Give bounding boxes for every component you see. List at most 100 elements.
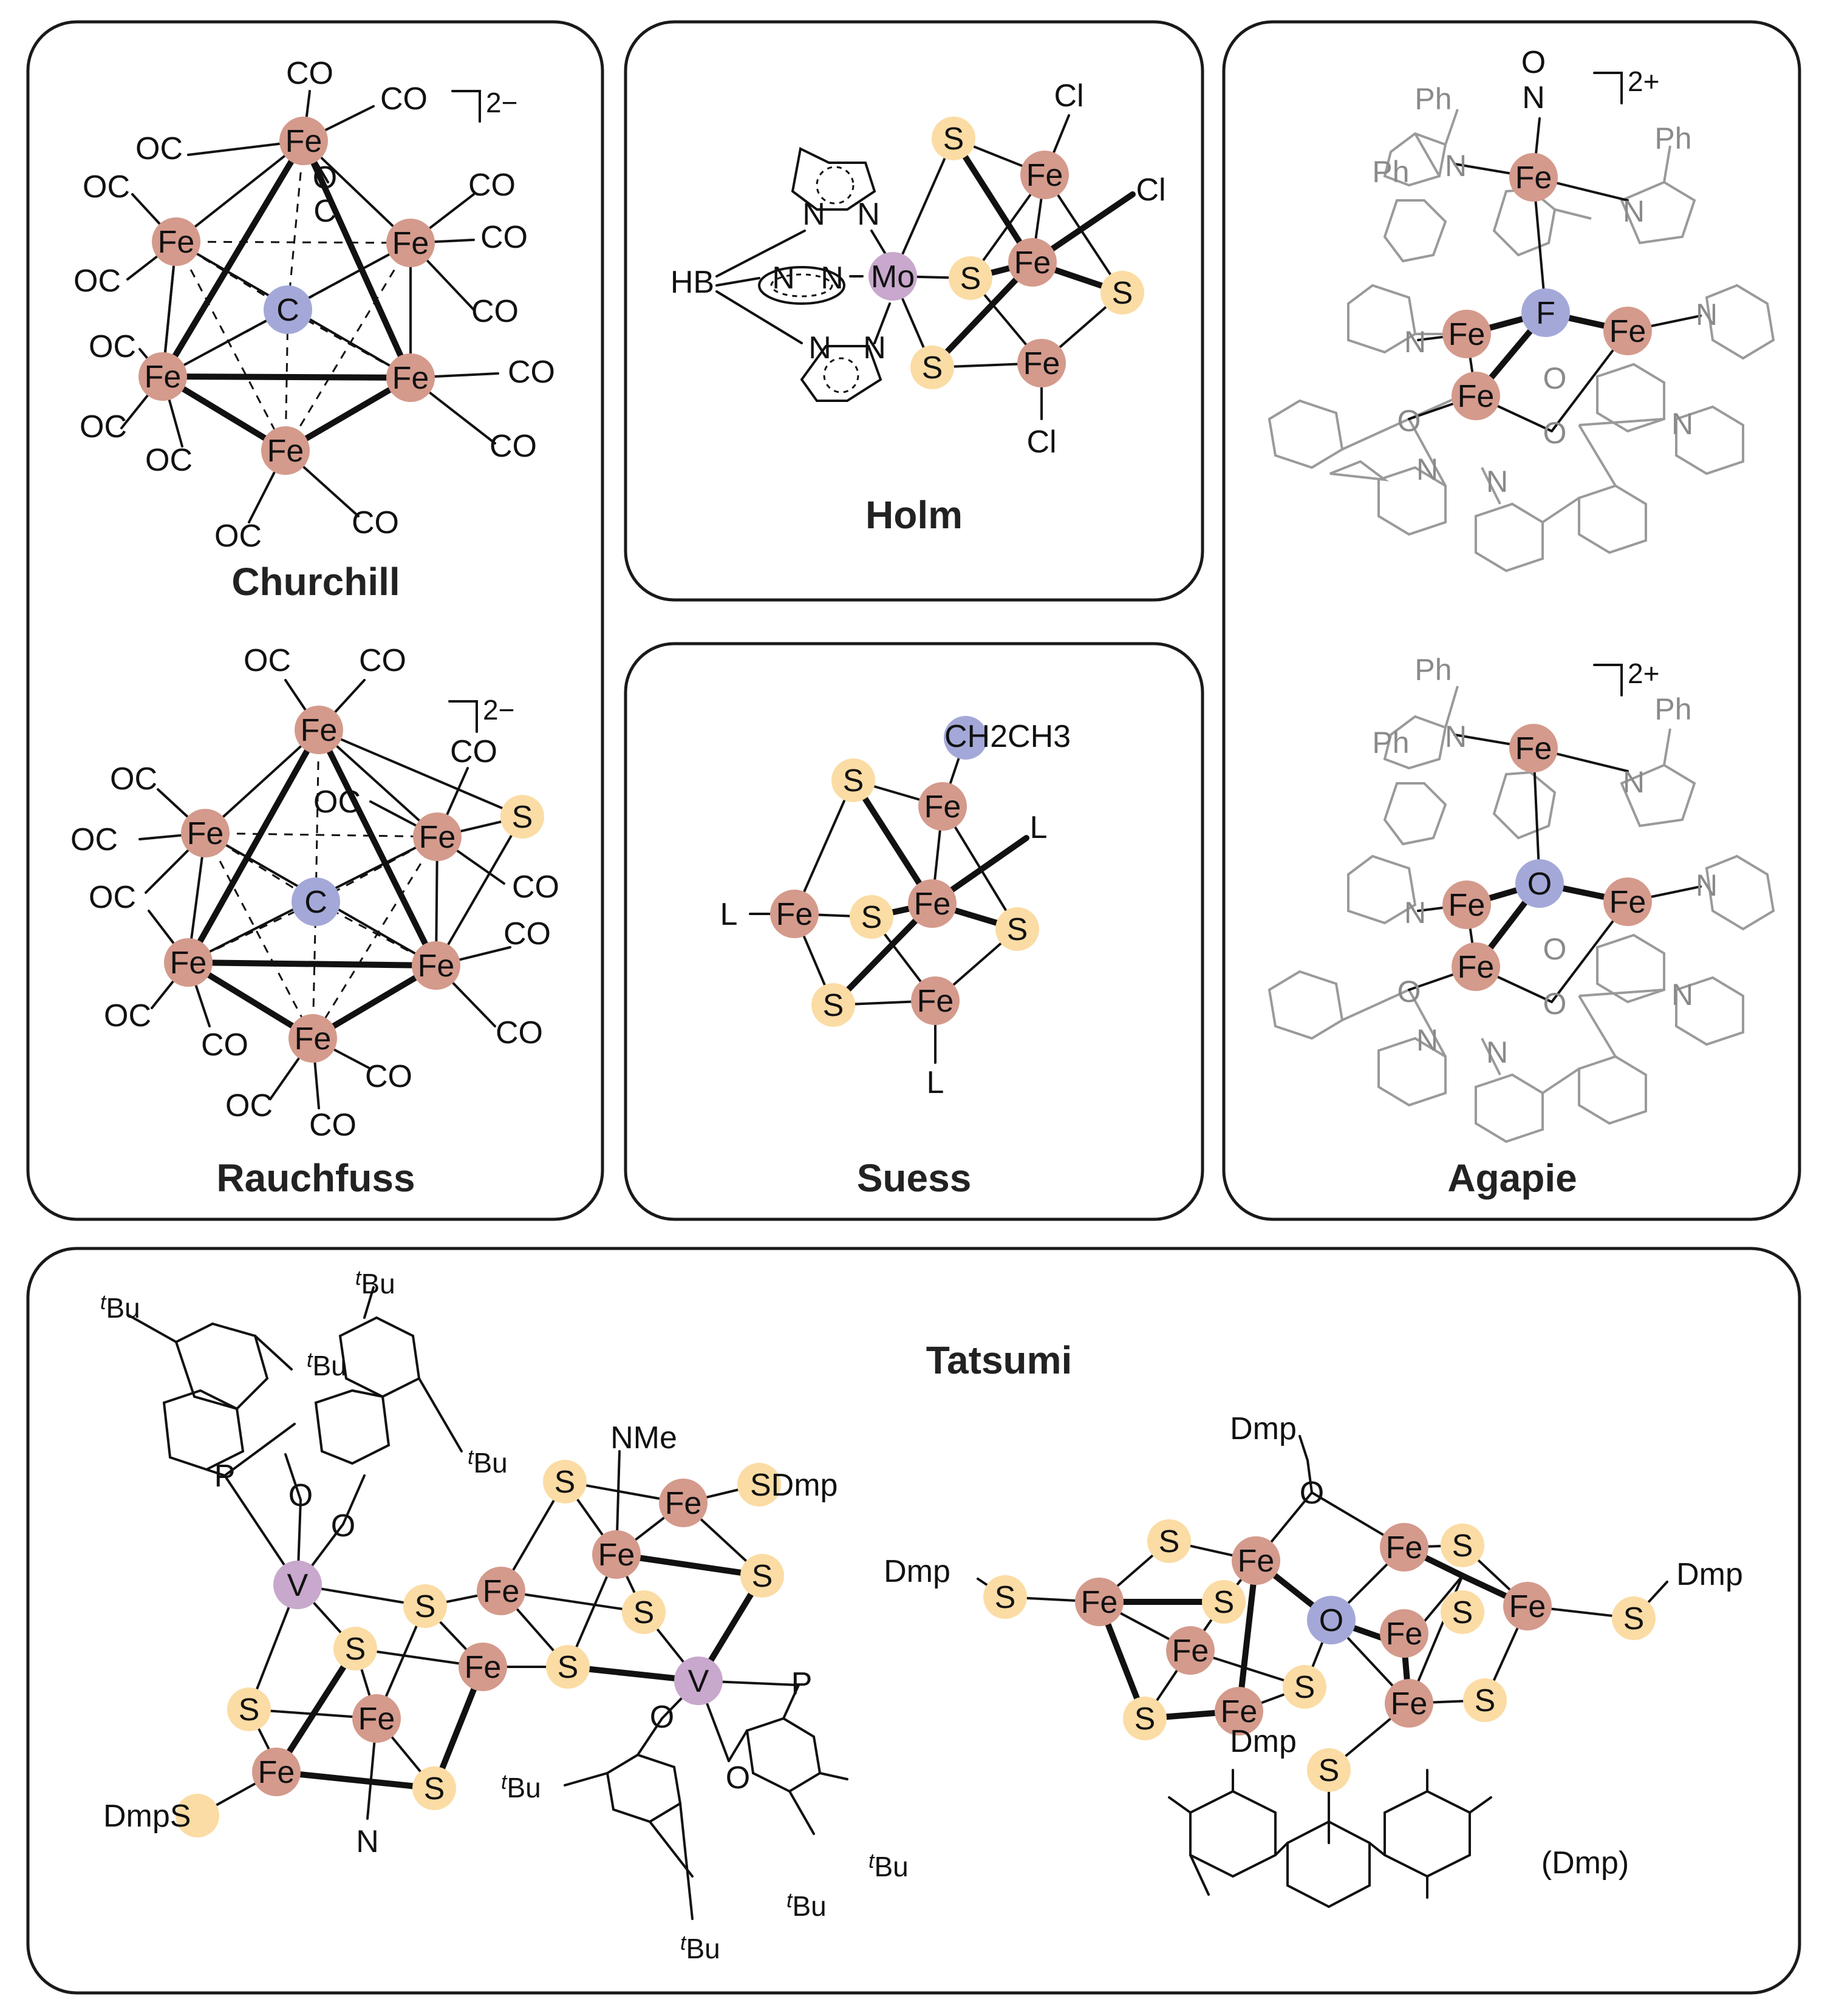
- fe-label: Fe: [1458, 379, 1495, 414]
- v-label: V: [688, 1664, 709, 1699]
- tatsumi-s-atom: [546, 1645, 590, 1689]
- rauchfuss-fe-atom: [295, 706, 343, 754]
- suess-fe-atom: [918, 782, 967, 831]
- suess-s-atom: [831, 758, 875, 802]
- tatsumi-s-atom: [1283, 1665, 1326, 1709]
- s-label: S: [1475, 1683, 1496, 1718]
- s-label: S: [752, 1559, 773, 1594]
- s-label: S: [995, 1580, 1016, 1615]
- tatsumi-s-atom: [1147, 1519, 1191, 1563]
- co-label: CO: [503, 916, 551, 952]
- s-label: S: [1452, 1528, 1473, 1564]
- tatsumi-s-atom: [1307, 1748, 1351, 1792]
- oc-label: OC: [73, 264, 121, 299]
- fe-label: Fe: [1386, 1530, 1423, 1565]
- tbu-label: tBu: [868, 1850, 909, 1882]
- n-label: N: [808, 330, 831, 366]
- hb-label: HB: [670, 265, 714, 300]
- tatsumi-fe-atom: [352, 1694, 401, 1743]
- suess-ethyl-carbon: [944, 716, 988, 760]
- panel-agapie: [1222, 20, 1801, 1221]
- fe-label: Fe: [392, 226, 429, 261]
- tatsumi-fe-atom: [1075, 1578, 1124, 1626]
- tbu-label: tBu: [468, 1446, 508, 1479]
- fe-label: Fe: [187, 816, 224, 851]
- fe-label: Fe: [1172, 1633, 1209, 1669]
- s-label: S: [424, 1771, 445, 1807]
- rauchfuss-s-atom: [500, 795, 544, 839]
- ph-label: Ph: [1414, 653, 1452, 687]
- fe-label: Fe: [1515, 160, 1552, 196]
- l-label: L: [1030, 810, 1048, 845]
- n-label: N: [1416, 452, 1438, 486]
- tatsumi-v-atom: [674, 1657, 723, 1705]
- co-label: CO: [309, 1108, 357, 1143]
- tatsumi-s-atom: [403, 1584, 447, 1628]
- agapie-fe-atom: [1603, 307, 1652, 355]
- tatsumi-s-atom: [543, 1460, 587, 1503]
- charge-label: 2+: [1628, 658, 1659, 689]
- suess-s-atom: [850, 895, 893, 939]
- fe-label: Fe: [1023, 346, 1060, 381]
- holm-mo-atom: [868, 252, 917, 301]
- oc-label: OC: [80, 409, 127, 444]
- panel-suess: [624, 642, 1204, 1221]
- n-label: N: [802, 197, 825, 232]
- tatsumi-title: Tatsumi: [926, 1338, 1073, 1382]
- oc-label: OC: [70, 822, 118, 857]
- tbu-label: tBu: [100, 1291, 140, 1324]
- n-label: N: [1445, 720, 1467, 754]
- rauchfuss-structure: Fe Fe Fe Fe Fe Fe C S OC CO CO OC OC OC …: [70, 643, 559, 1143]
- fe-label: Fe: [1221, 1694, 1258, 1729]
- agapie-fe-atom: [1442, 310, 1491, 358]
- fe-label: Fe: [418, 948, 455, 984]
- tbu-label: tBu: [786, 1889, 827, 1922]
- tatsumi-s-atom: [740, 1554, 784, 1598]
- fe-label: Fe: [465, 1650, 502, 1685]
- o-label: O: [1527, 867, 1552, 902]
- n-label: N: [857, 197, 880, 232]
- mo-label: Mo: [871, 259, 915, 295]
- suess-s-atom: [995, 907, 1039, 951]
- tatsumi-s-atom: [1463, 1678, 1507, 1722]
- oc-label: OC: [83, 169, 130, 205]
- tbu-label: tBu: [680, 1932, 720, 1964]
- fe-label: Fe: [1458, 950, 1495, 985]
- co-label: CO: [480, 220, 528, 255]
- n-label: N: [1486, 465, 1508, 499]
- rauchfuss-fe-atom: [413, 812, 462, 861]
- n-label: N: [1404, 896, 1426, 930]
- n-label: N: [821, 261, 844, 296]
- fe-label: Fe: [665, 1486, 702, 1521]
- o-label: O: [1397, 975, 1421, 1009]
- v-label: V: [287, 1568, 309, 1603]
- s-label: S: [558, 1650, 579, 1685]
- oc-label: OC: [110, 761, 157, 797]
- fe-label: Fe: [776, 897, 813, 932]
- co-label: CO: [490, 429, 537, 464]
- oc-label: OC: [89, 880, 136, 915]
- fe-label: Fe: [1509, 1589, 1546, 1624]
- oc-label: OC: [225, 1088, 273, 1123]
- charge-label: 2+: [1628, 66, 1659, 97]
- l-label: L: [927, 1065, 944, 1100]
- o-label: O: [1319, 1603, 1343, 1638]
- rauchfuss-fe-atom: [288, 1014, 337, 1063]
- o-label: O: [313, 160, 337, 196]
- churchill-fe-atom-top: [279, 117, 328, 165]
- n-label: N: [1671, 978, 1693, 1012]
- oc-label: OC: [89, 329, 136, 364]
- s-label: S: [823, 988, 844, 1023]
- tatsumi-s-atom: [1123, 1697, 1167, 1740]
- agapie-fe-atom: [1442, 880, 1491, 929]
- holm-structure: Mo S S S S Fe Fe Fe Cl Cl Cl HB N N N N …: [670, 78, 1166, 460]
- dmp-label: Dmp: [1676, 1557, 1743, 1592]
- fe-label: Fe: [419, 820, 456, 855]
- p-label: P: [791, 1666, 813, 1701]
- tatsumi-s-atom: [737, 1463, 781, 1507]
- tatsumi-s-atom: [1612, 1596, 1656, 1640]
- o-label: O: [650, 1700, 674, 1735]
- n-label: N: [772, 261, 795, 296]
- holm-fe-atom: [1017, 339, 1066, 387]
- o-label: O: [288, 1478, 313, 1513]
